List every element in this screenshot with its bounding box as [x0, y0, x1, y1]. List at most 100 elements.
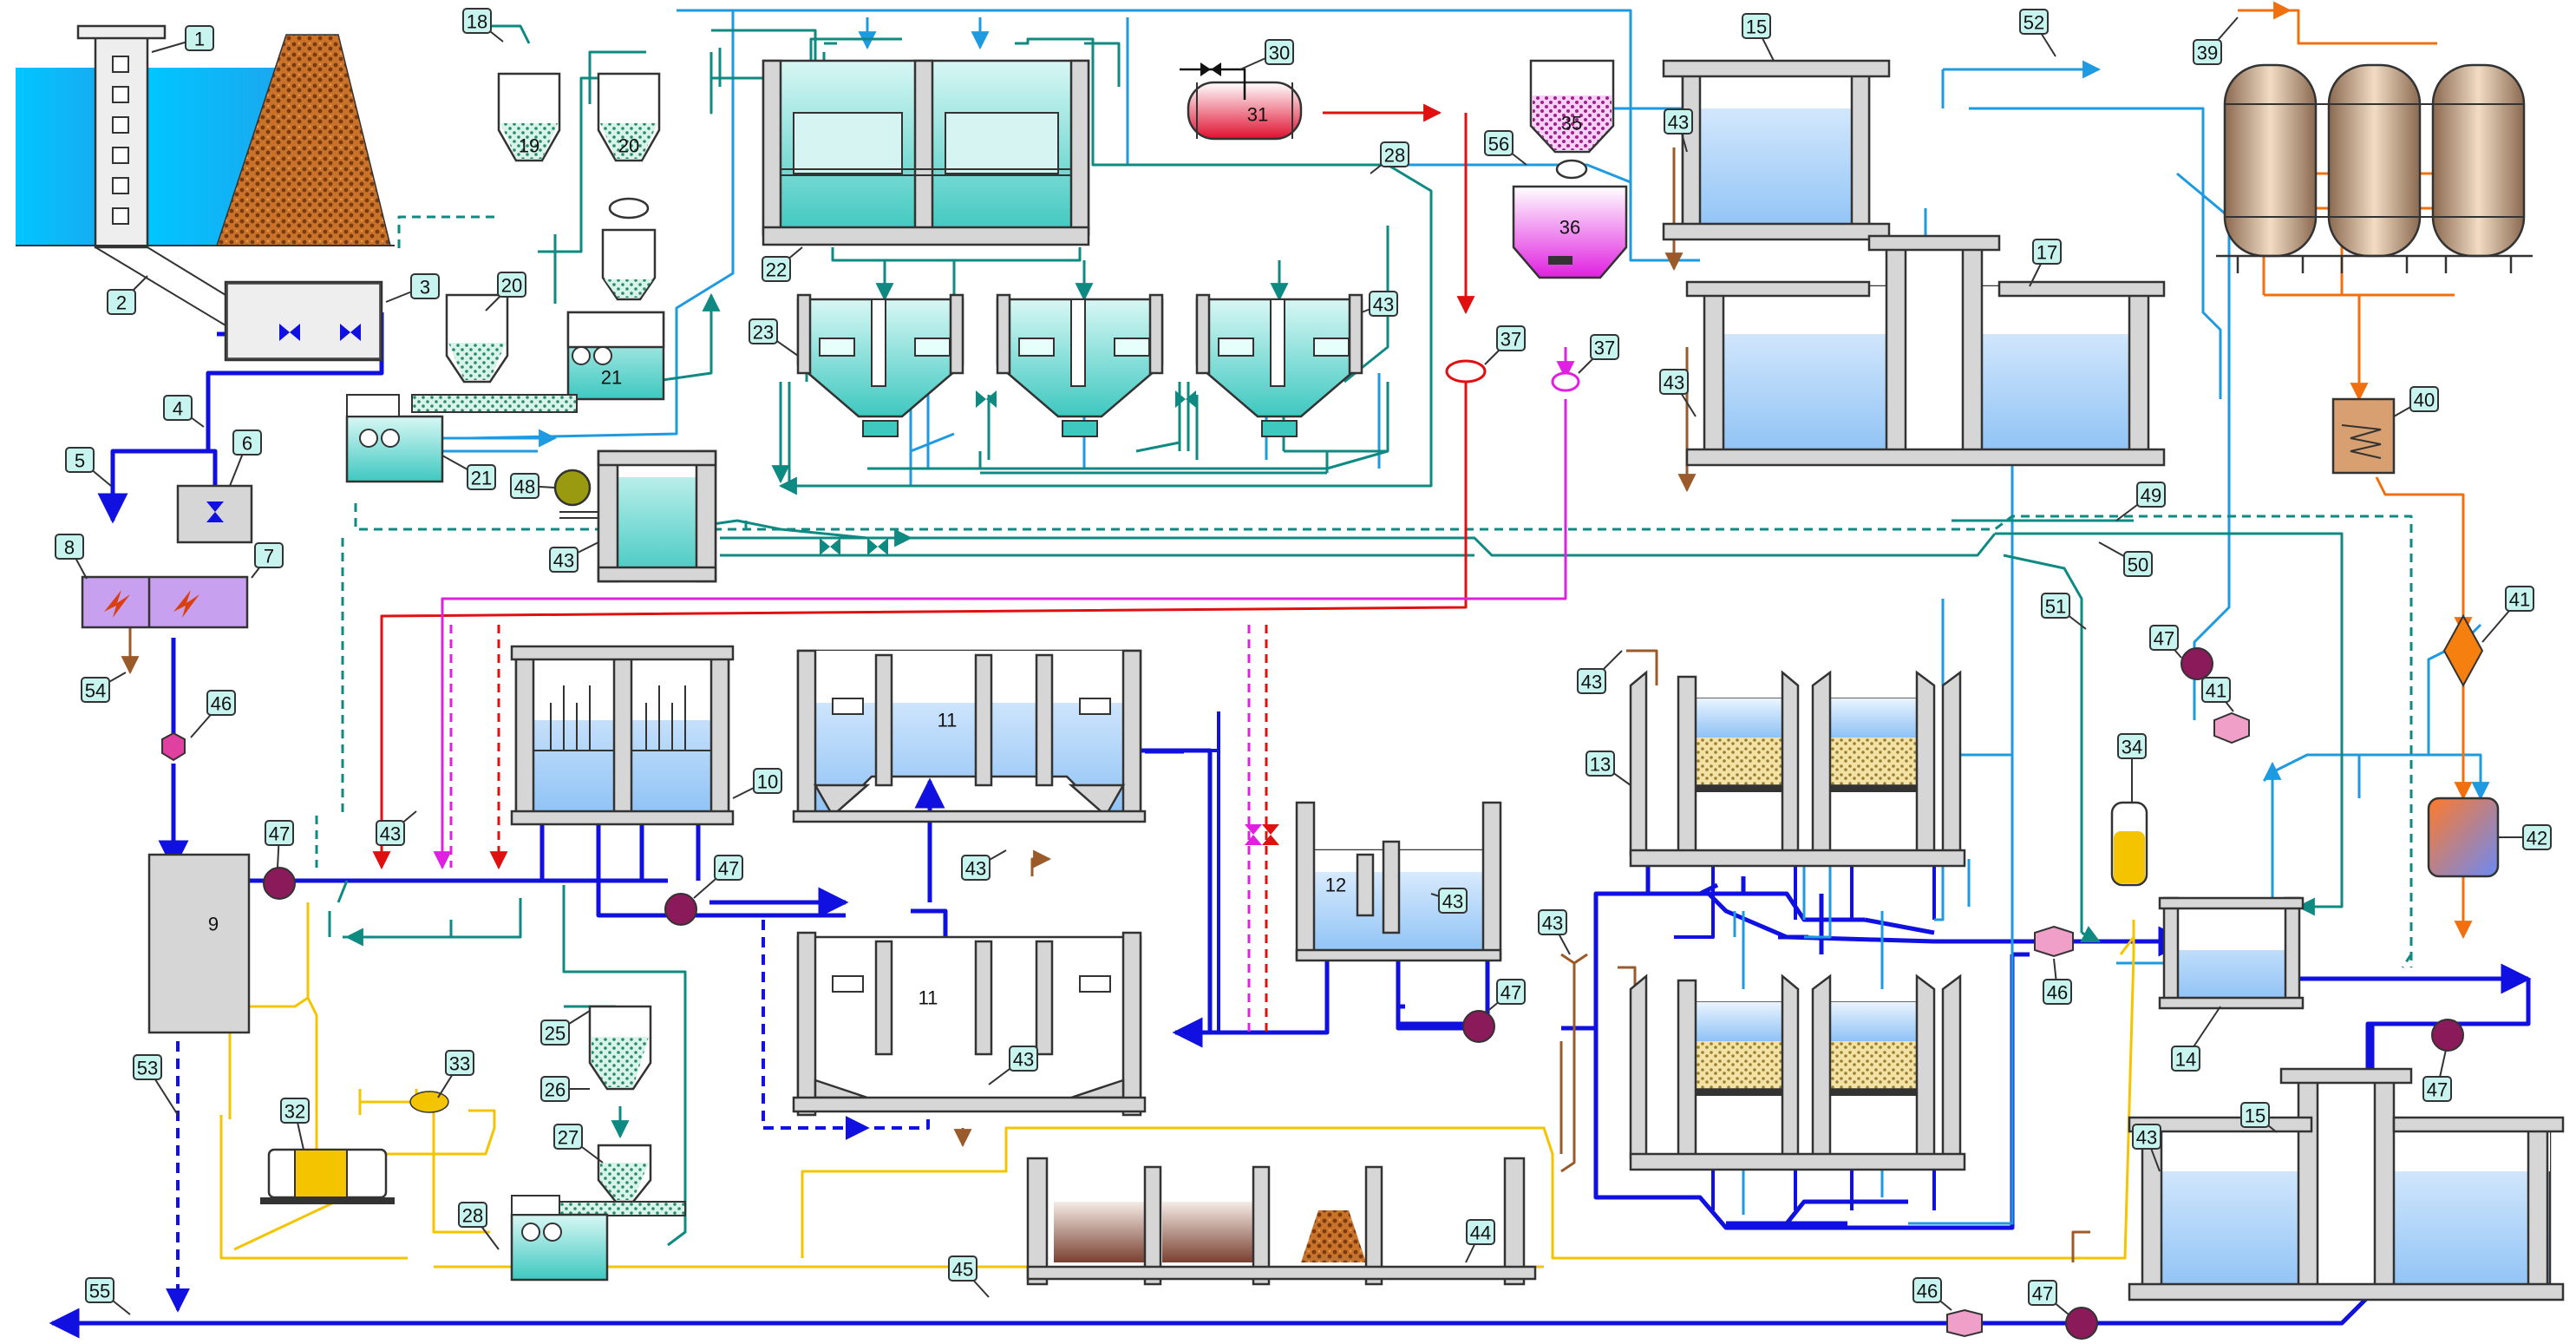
callout-c15a: 15 — [1742, 14, 1774, 61]
callout-tag-number: 43 — [1668, 112, 1689, 134]
callout-tag-number: 52 — [2024, 12, 2044, 34]
permanganate-unit-35-36: 35 36 — [1514, 61, 1626, 278]
callout-tag-number: 43 — [1581, 672, 1602, 693]
callout-tag-number: 17 — [2037, 242, 2057, 264]
solution-tank-21a: 21 — [568, 312, 664, 399]
callout-tag-number: 14 — [2175, 1049, 2196, 1071]
callout-c33: 33 — [438, 1051, 474, 1098]
pump-icon — [2066, 1308, 2097, 1339]
callout-c23: 23 — [749, 319, 798, 356]
callout-tag-number: 26 — [545, 1079, 566, 1101]
callout-c51: 51 — [2042, 593, 2086, 629]
unit-9-label: 9 — [208, 914, 219, 935]
callout-c5: 5 — [66, 448, 111, 486]
callout-tag-number: 55 — [89, 1281, 110, 1302]
callout-tag-number: 7 — [264, 546, 274, 567]
callout-tag-number: 28 — [462, 1205, 483, 1227]
callout-tag-number: 1 — [194, 29, 205, 50]
callout-c56: 56 — [1485, 131, 1527, 165]
callout-c47e: 47 — [2423, 1050, 2451, 1101]
callout-c39: 39 — [2194, 17, 2238, 64]
callout-c50: 50 — [2099, 542, 2152, 576]
callout-tag-number: 43 — [553, 550, 574, 572]
intake-tower-cap — [78, 26, 165, 38]
callout-tag-number: 44 — [1470, 1223, 1491, 1244]
callout-tag-number: 40 — [2414, 390, 2435, 411]
hexagon-valve-icon — [162, 733, 185, 760]
callout-c47d: 47 — [2150, 626, 2181, 658]
callout-tag-number: 45 — [952, 1259, 973, 1281]
dosing-valve-41 — [2444, 616, 2482, 685]
filters-13-top — [1631, 672, 1965, 866]
callout-tag-number: 43 — [380, 823, 401, 845]
callout-tag-number: 8 — [64, 537, 75, 559]
hexagon-valve-icon — [1947, 1310, 1982, 1336]
callout-c7: 7 — [252, 543, 283, 578]
callout-c37b: 37 — [1579, 335, 1618, 373]
filters-13-bottom — [1631, 976, 1965, 1170]
callout-c43e: 43 — [962, 850, 1006, 880]
callout-tag-number: 22 — [766, 259, 787, 281]
callout-c2: 2 — [108, 276, 147, 314]
callout-tag-number: 10 — [757, 771, 778, 793]
callout-c43b: 43 — [1660, 370, 1696, 416]
callout-tag-number: 43 — [2136, 1127, 2157, 1149]
callout-tag-number: 56 — [1488, 134, 1509, 155]
callout-tag-number: 51 — [2045, 596, 2066, 618]
clearwell-15-bottom — [2129, 1069, 2563, 1300]
flocculation-tank-10 — [512, 646, 733, 824]
unit-11a-label: 11 — [938, 710, 958, 731]
valve-icon — [1245, 824, 1262, 845]
callout-c43h: 43 — [1539, 910, 1570, 954]
hexagon-valve-icon — [2214, 713, 2249, 743]
callout-c46a: 46 — [191, 691, 235, 738]
callout-tag-number: 5 — [75, 450, 85, 472]
reservoir-dam — [16, 26, 395, 325]
clearwell-15-top — [1664, 61, 1889, 239]
callout-c47b: 47 — [694, 856, 742, 898]
callout-c3: 3 — [386, 274, 439, 302]
permanganate-flowmeter — [1553, 373, 1579, 390]
callout-c25: 25 — [541, 1011, 590, 1045]
callout-tag-number: 47 — [2427, 1079, 2448, 1101]
pump-well-14 — [2160, 898, 2303, 1008]
callout-c21: 21 — [442, 456, 495, 489]
unit-35-label: 35 — [1561, 113, 1582, 134]
unit-11b-label: 11 — [919, 987, 938, 1009]
callout-tag-number: 18 — [467, 11, 487, 33]
unit-12-label: 12 — [1325, 875, 1346, 896]
ozone-generator-42 — [2429, 798, 2498, 876]
callout-tag-number: 30 — [1269, 43, 1290, 64]
callout-c27: 27 — [554, 1124, 603, 1163]
mixing-well — [149, 855, 249, 1033]
callout-c14: 14 — [2172, 1006, 2220, 1071]
callout-c4: 4 — [164, 396, 204, 427]
callout-tag-number: 43 — [1664, 372, 1684, 394]
callout-c52: 52 — [2020, 10, 2056, 56]
callout-tag-number: 54 — [85, 680, 106, 702]
unit-31-label: 31 — [1247, 104, 1268, 126]
callout-tag-number: 41 — [2206, 680, 2226, 702]
callout-c55: 55 — [86, 1278, 130, 1314]
callout-tag-number: 25 — [545, 1023, 566, 1045]
sedimentation-tanks-23 — [798, 295, 1362, 436]
callout-tag-number: 21 — [471, 468, 492, 489]
callout-tag-number: 43 — [1013, 1049, 1034, 1071]
callout-c40: 40 — [2394, 387, 2438, 416]
chemical-hopper-20: 20 — [598, 74, 659, 299]
mixer-motor — [555, 470, 590, 505]
callout-c45: 45 — [949, 1256, 989, 1297]
callout-c54: 54 — [82, 672, 126, 702]
sedimentation-tank-11-top: 11 — [794, 651, 1145, 822]
callout-c28b: 28 — [459, 1203, 499, 1249]
callout-tag-number: 39 — [2197, 43, 2218, 64]
equipment: 9 19 20 21 — [16, 26, 2563, 1339]
callout-c47a: 47 — [265, 821, 293, 868]
dosing-tank-43 — [598, 451, 716, 581]
callout-tag-number: 46 — [2047, 982, 2068, 1004]
pump-icon — [264, 868, 295, 899]
callout-tag-number: 47 — [718, 858, 739, 880]
callout-c28a: 28 — [1370, 142, 1409, 174]
callout-tag-number: 49 — [2141, 485, 2161, 507]
